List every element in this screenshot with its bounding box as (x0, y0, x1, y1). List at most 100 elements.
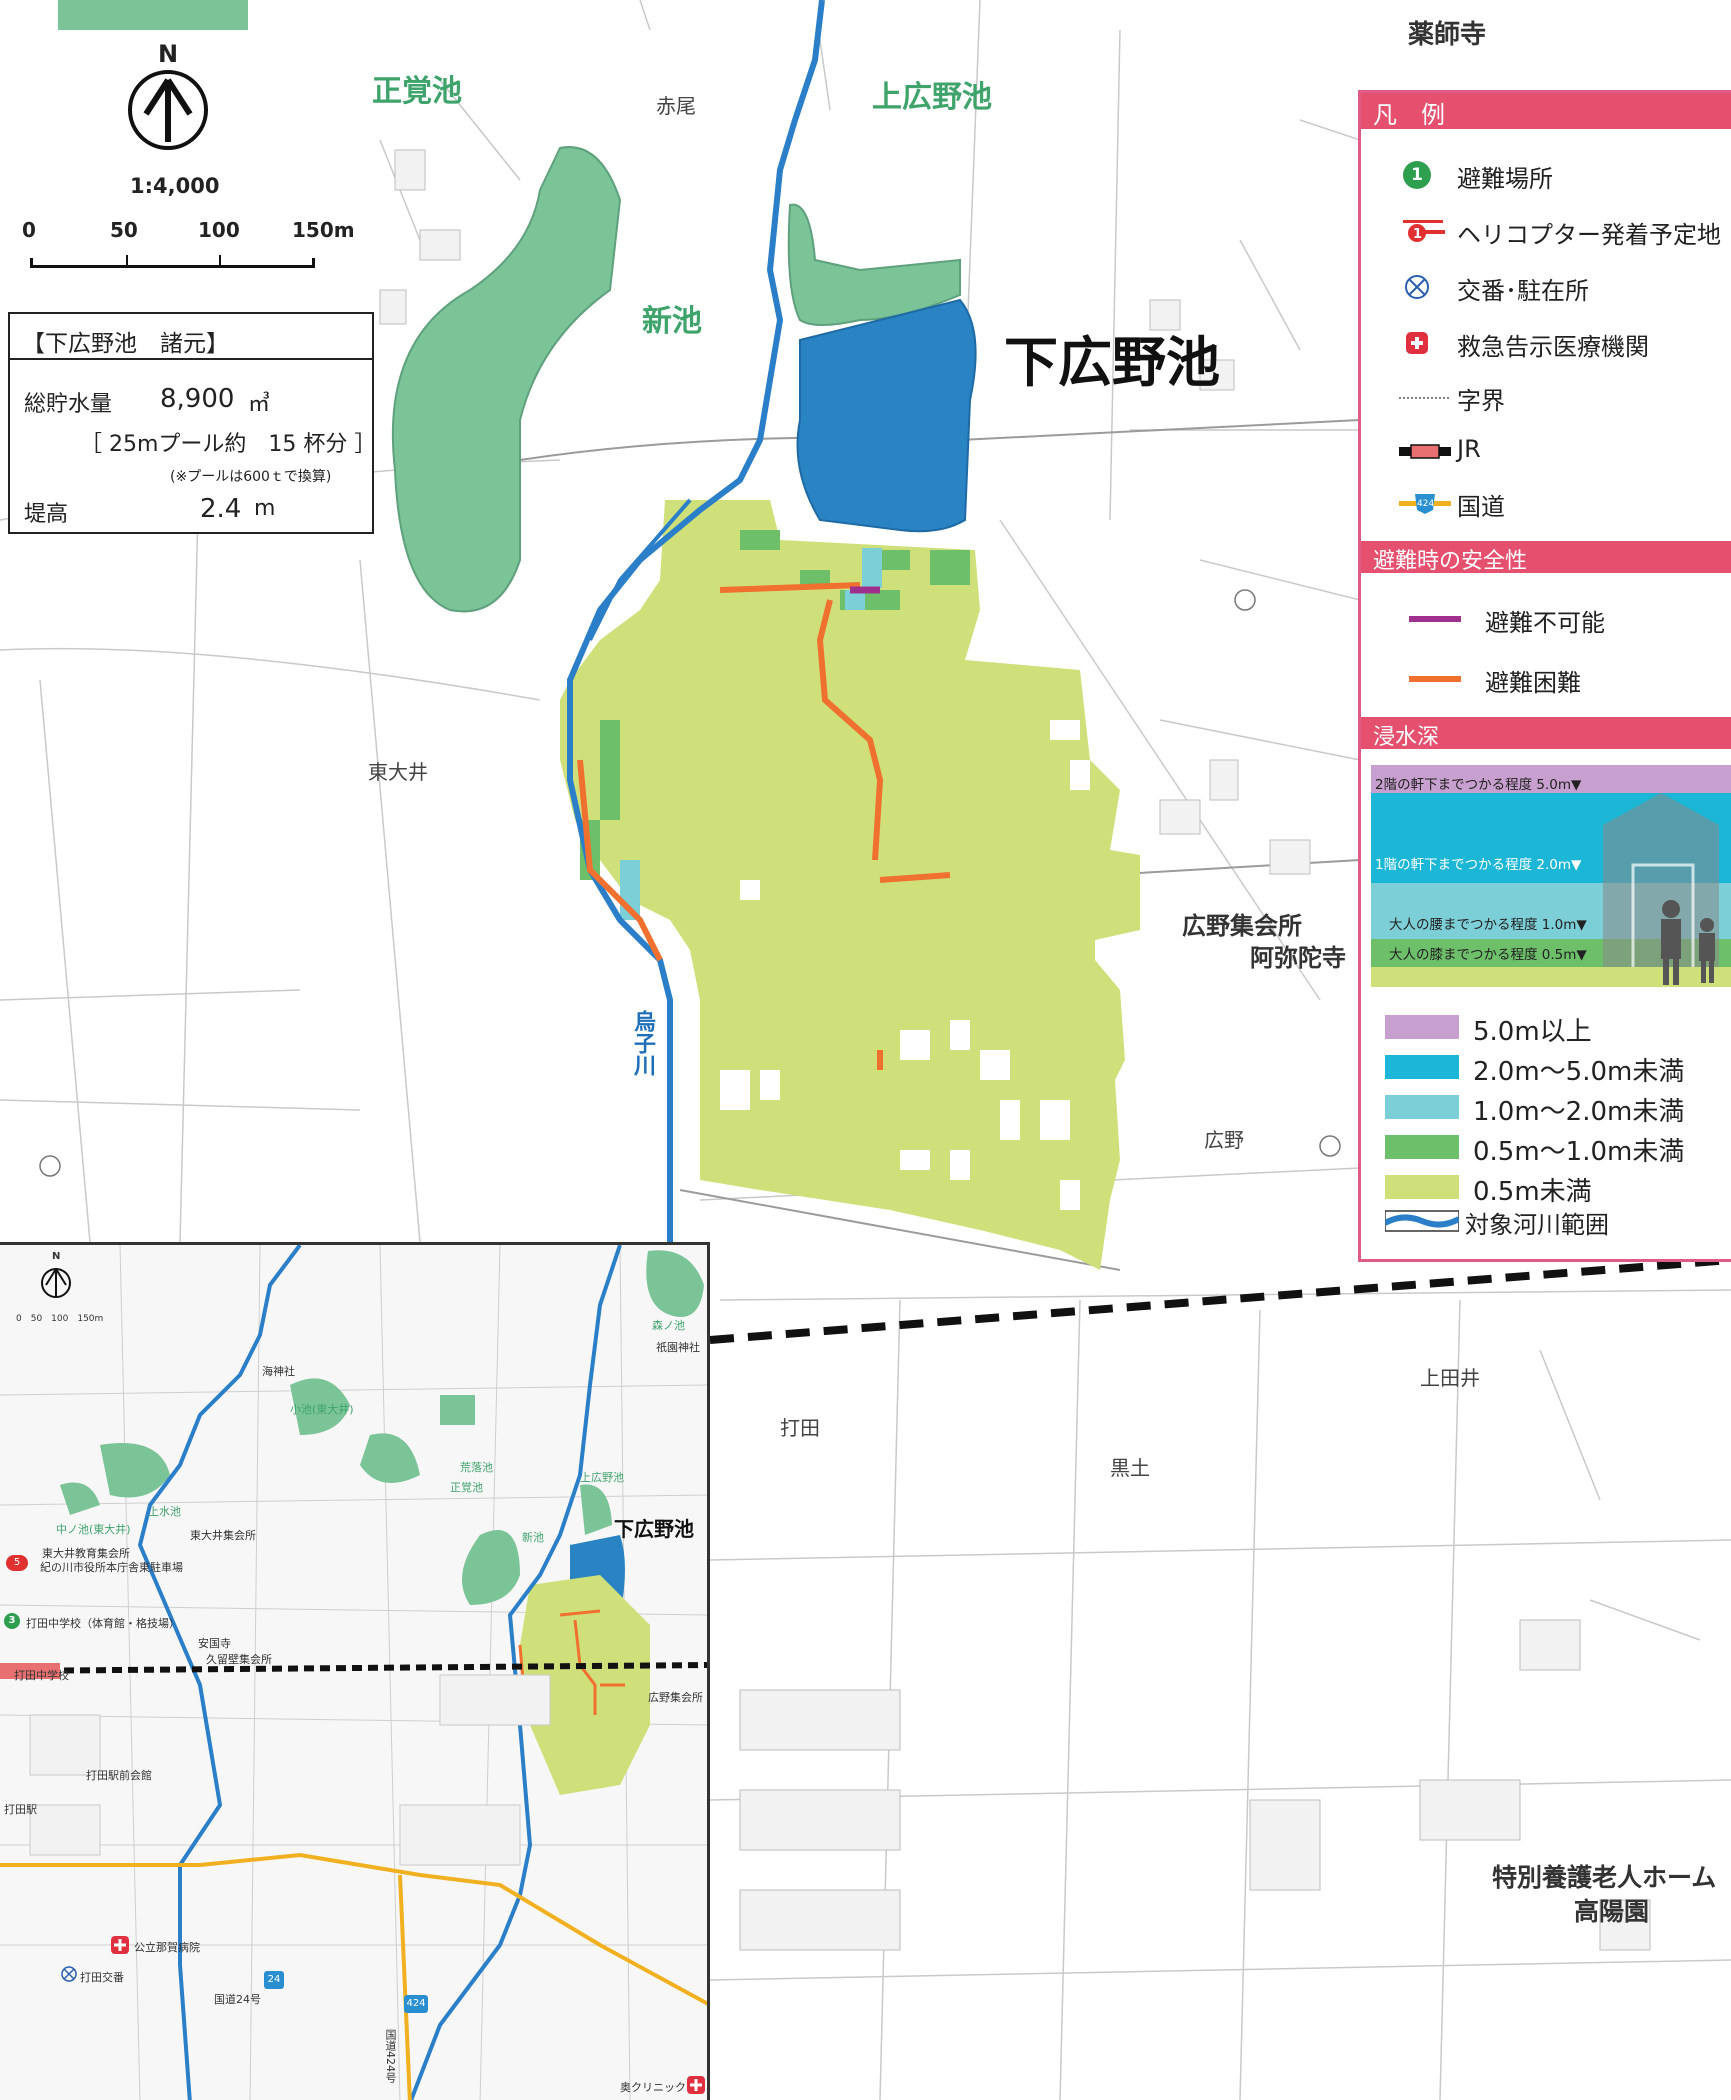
inset-kuryu-hall: 久留壁集会所 (206, 1653, 272, 1666)
nursing-home-label: 特別養護老人ホーム (1492, 1863, 1717, 1892)
scale-bar (30, 255, 315, 268)
legend-label-boundary: 字界 (1457, 387, 1505, 415)
higashi-oi-label: 東大井 (368, 760, 428, 784)
legend-item-boundary: 字界 (1361, 377, 1731, 417)
inset-koike: 小池(東大井) (290, 1403, 354, 1416)
shokaku-pond-label: 正覚池 (372, 74, 462, 109)
spec-title: 【下広野池 諸元】 (10, 314, 372, 360)
depth-label-05-1m: 0.5m～1.0m未満 (1473, 1137, 1685, 1167)
inset-uchida-jhs2: 打田中学校 (14, 1669, 69, 1682)
route-impossible-icon (1409, 616, 1461, 622)
kamihirono-pond-shape (787, 203, 961, 326)
inset-hirono-hall: 広野集会所 (648, 1691, 703, 1704)
inset-clinic-icon (687, 2076, 705, 2094)
legend-item-impossible: 避難不可能 (1361, 599, 1731, 639)
pool-equivalent: ［ 25mプール約 15 杯分 ］ (80, 432, 377, 457)
emergency-hospital-icon (1406, 332, 1428, 354)
inset-evac-icon: 3 (4, 1613, 20, 1629)
depth-swatch-5m (1385, 1015, 1459, 1039)
depth-label-2-5m: 2.0m～5.0m未満 (1473, 1057, 1685, 1087)
inset-ankokuji: 安国寺 (198, 1637, 231, 1650)
legend-label-road: 国道 (1457, 493, 1505, 521)
legend-item-hospital: 救急告示医療機関 (1361, 323, 1731, 363)
depth-diagram-5m: 2階の軒下までつかる程度 5.0m▼ (1375, 777, 1582, 793)
pond-spec-box: 【下広野池 諸元】 総貯水量 8,900 ㎥ ［ 25mプール約 15 杯分 ］… (8, 312, 377, 534)
legend-label-impossible: 避難不可能 (1485, 609, 1605, 637)
shimohirono-pond-shape (796, 298, 977, 533)
legend-item-road: 424 国道 (1361, 483, 1731, 523)
inset-route424-badge: 424 (404, 1995, 428, 2013)
inset-higashioi-hall: 東大井集会所 (190, 1529, 256, 1542)
inset-scale: 0 50 100 150m (16, 1314, 104, 1324)
storage-label: 総貯水量 (24, 392, 113, 417)
police-box-icon (1405, 275, 1429, 299)
depth-diagram (1371, 765, 1731, 987)
depth-diagram-1m: 大人の腰までつかる程度 1.0m▼ (1389, 917, 1587, 933)
shin-pond-label: 新池 (642, 304, 702, 339)
depth-label-lt05m: 0.5m未満 (1473, 1177, 1592, 1207)
evac-site-icon: 1 (1403, 161, 1431, 189)
inset-station-hall: 打田駅前会館 (86, 1769, 152, 1782)
storage-unit: ㎥ (248, 392, 271, 417)
scale-tick-50: 50 (110, 218, 138, 242)
pool-note: (※プールは600ｔで換算) (170, 469, 332, 485)
inset-shokaku: 正覚池 (450, 1481, 483, 1494)
kamihirono-pond-label: 上広野池 (872, 80, 992, 115)
inset-heli-icon: 5 (6, 1555, 28, 1571)
jr-line-icon (1399, 444, 1451, 459)
inset-hospital-icon (111, 1936, 129, 1954)
inset-shimohirono: 下広野池 (614, 1517, 694, 1541)
inset-route24-badge: 24 (264, 1971, 284, 1989)
depth-diagram-05m: 大人の膝までつかる程度 0.5m▼ (1389, 947, 1587, 963)
svg-text:424: 424 (1417, 499, 1434, 509)
inset-kaijinja: 海神社 (262, 1365, 295, 1378)
scale-tick-150: 150m (292, 218, 355, 242)
legend-label-helicopter: ヘリコプター発着予定地 (1457, 221, 1721, 249)
evac-difficult-routes (577, 582, 951, 1070)
storage-value: 8,900 (160, 384, 235, 414)
inset-police-icon (61, 1966, 77, 1982)
person-icons (1661, 900, 1715, 985)
legend-title: 凡 例 (1361, 93, 1731, 129)
inset-kamihirono: 上広野池 (580, 1471, 624, 1484)
inset-naga-hospital: 公立那賀病院 (134, 1941, 200, 1954)
legend-label-difficult: 避難困難 (1485, 669, 1581, 697)
height-unit: m (254, 496, 276, 521)
national-road-icon: 424 (1399, 494, 1451, 514)
legend-item-police: 交番･駐在所 (1361, 267, 1731, 307)
route-difficult-icon (1409, 676, 1461, 682)
depth-label-1-2m: 1.0m～2.0m未満 (1473, 1097, 1685, 1127)
scale-tick-0: 0 (22, 218, 36, 242)
helicopter-icon: 1 (1403, 220, 1445, 242)
safety-title: 避難時の安全性 (1361, 541, 1731, 574)
inset-route424: 国道424号 (384, 2029, 397, 2083)
hirono-hall-label: 広野集会所 (1182, 912, 1302, 940)
inset-oku-clinic: 奥クリニック (620, 2081, 686, 2094)
inset-nakanoike: 中ノ池(東大井) (56, 1523, 131, 1536)
inset-uchida-koban: 打田交番 (80, 1971, 124, 1984)
legend-panel: 凡 例 1 避難場所 1 ヘリコプター発着予定地 交番･駐在所 (1358, 90, 1731, 1262)
legend-item-evac-site: 1 避難場所 (1361, 155, 1731, 195)
inset-arao-pond: 荒落池 (460, 1461, 493, 1474)
river-range-icon (1385, 1210, 1459, 1232)
inset-route24: 国道24号 (214, 1993, 261, 2006)
inset-north-label: N (52, 1251, 61, 1262)
inset-north-icon (41, 1268, 71, 1298)
legend-label-hospital: 救急告示医療機関 (1457, 333, 1649, 361)
eboshi-river-label: 烏子川 (630, 1010, 655, 1076)
inset-kamimizu: 上水池 (148, 1505, 181, 1518)
depth-label-river: 対象河川範囲 (1465, 1211, 1609, 1239)
legend-item-helicopter: 1 ヘリコプター発着予定地 (1361, 211, 1731, 251)
uchida-label: 打田 (780, 1416, 820, 1440)
scale-tick-100: 100 (198, 218, 240, 242)
scale-ratio: 1:4,000 (130, 174, 220, 198)
nursing-home-name-label: 高陽園 (1574, 1897, 1650, 1926)
kamitai-label: 上田井 (1420, 1366, 1480, 1390)
depth-swatch-1-2m (1385, 1095, 1459, 1119)
inset-higashioi-edu: 東大井教育集会所 (42, 1547, 130, 1560)
depth-swatch-05-1m (1385, 1135, 1459, 1159)
inset-uchida-jhs: 打田中学校（体育館・格技場） (26, 1617, 180, 1630)
boundary-line-icon (1399, 397, 1451, 399)
inset-uchida-station: 打田駅 (4, 1803, 37, 1816)
